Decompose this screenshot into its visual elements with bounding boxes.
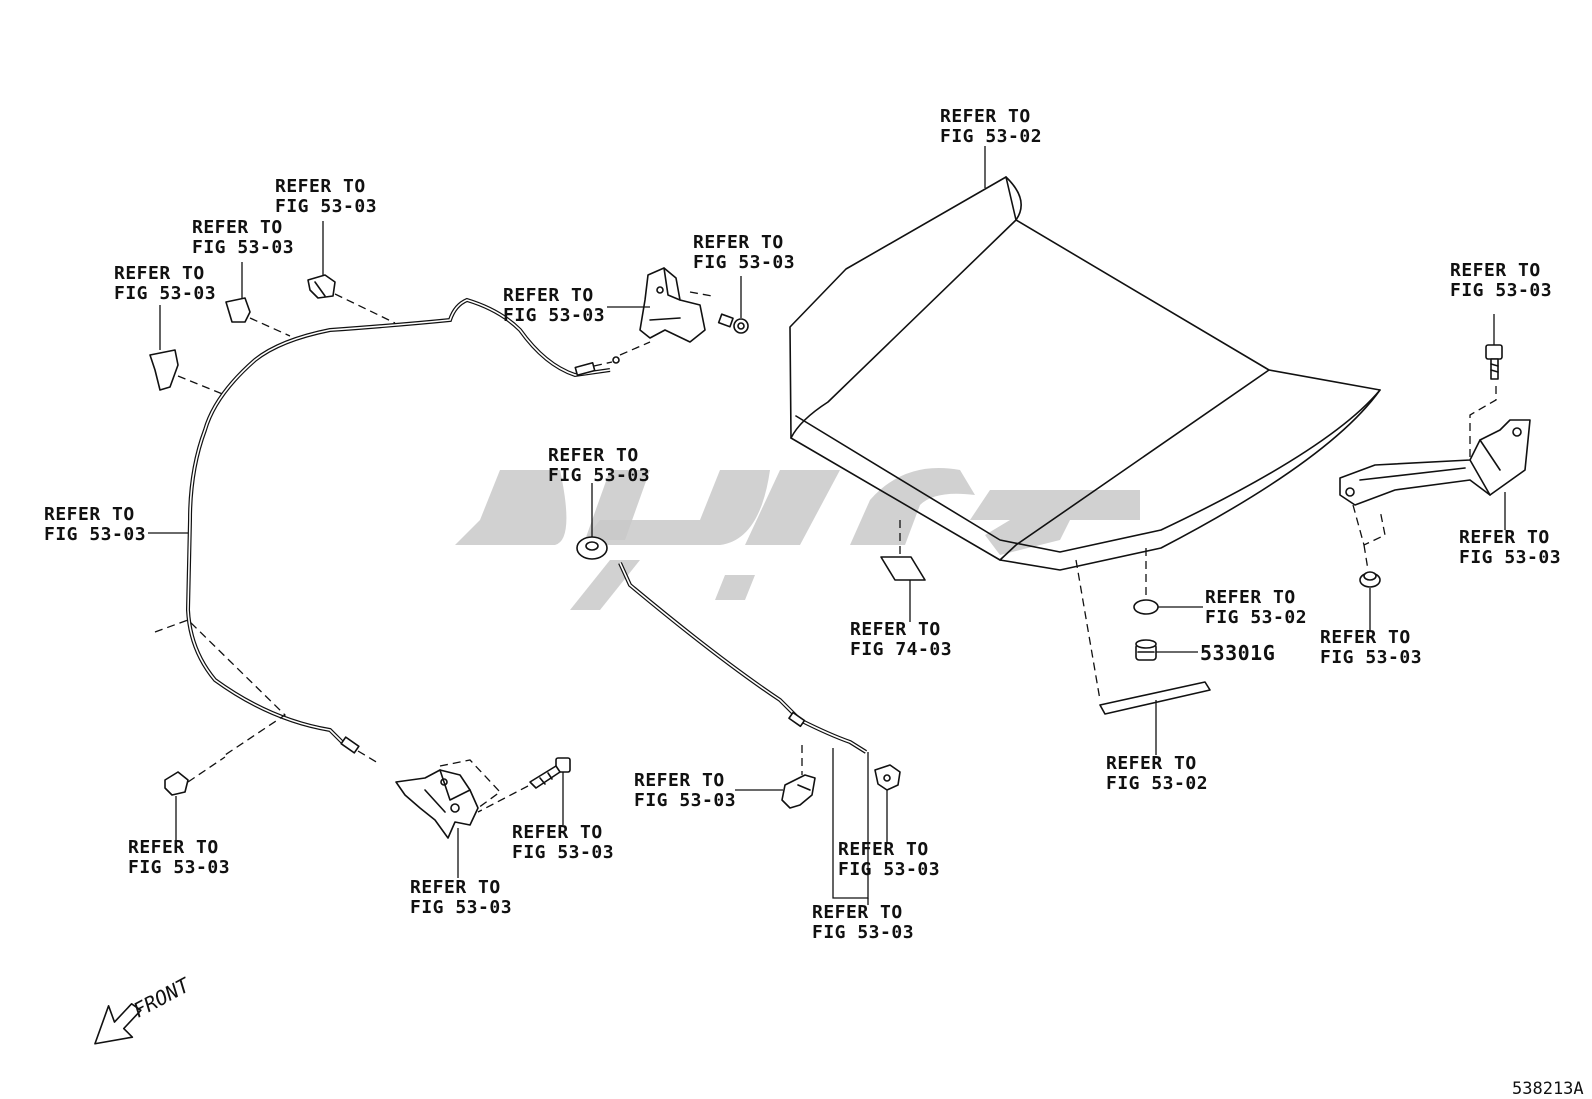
right-bolt-part bbox=[1485, 344, 1503, 380]
washer-part bbox=[576, 536, 608, 560]
bottom-lock-part bbox=[395, 769, 479, 839]
label-holder-left-l1: REFER TO bbox=[634, 770, 725, 791]
part-number-label: 53301G bbox=[1200, 641, 1275, 665]
label-cable-side-l2: FIG 53-03 bbox=[44, 524, 146, 545]
hood-release-cable bbox=[185, 297, 620, 764]
label-weatherstrip-l1: REFER TO bbox=[1106, 753, 1197, 774]
clip-a-part bbox=[149, 349, 179, 391]
label-weatherstrip-l2: FIG 53-02 bbox=[1106, 773, 1208, 794]
label-bracket-top-l2: FIG 53-03 bbox=[503, 305, 605, 326]
front-arrow-icon bbox=[94, 1003, 142, 1045]
label-label-plate-l1: REFER TO bbox=[850, 619, 941, 640]
label-rod-bottom-l2: FIG 53-03 bbox=[812, 922, 914, 943]
label-clip-bottom-l2: FIG 53-03 bbox=[128, 857, 230, 878]
labels: REFER TO FIG 53-02 REFER TO FIG 53-03 RE… bbox=[44, 106, 1561, 943]
hood-panel bbox=[789, 176, 1381, 571]
label-clip-a-l2: FIG 53-03 bbox=[114, 283, 216, 304]
label-plate-part bbox=[880, 556, 926, 581]
label-hinge-right-l1: REFER TO bbox=[1459, 527, 1550, 548]
label-seal-l2: FIG 53-02 bbox=[1205, 607, 1307, 628]
label-bolt-right-l1: REFER TO bbox=[1450, 260, 1541, 281]
right-hinge-part bbox=[1339, 419, 1531, 506]
label-holder-left-l2: FIG 53-03 bbox=[634, 790, 736, 811]
holder-right-part bbox=[874, 764, 901, 791]
clip-b-part bbox=[225, 297, 251, 323]
label-lock-bottom-l1: REFER TO bbox=[410, 877, 501, 898]
weatherstrip-part bbox=[1099, 681, 1211, 715]
label-bracket-top-l1: REFER TO bbox=[503, 285, 594, 306]
label-bolt-right-l2: FIG 53-03 bbox=[1450, 280, 1552, 301]
label-hood-top-l1: REFER TO bbox=[940, 106, 1031, 127]
label-clip-bottom-l1: REFER TO bbox=[128, 837, 219, 858]
label-hood-top-l2: FIG 53-02 bbox=[940, 126, 1042, 147]
figure-id: 538213A bbox=[1512, 1079, 1584, 1099]
label-cable-side-l1: REFER TO bbox=[44, 504, 135, 525]
clip-c-part bbox=[307, 274, 336, 299]
label-hinge-right-l2: FIG 53-03 bbox=[1459, 547, 1561, 568]
right-cushion-part bbox=[1359, 571, 1381, 588]
label-label-plate-l2: FIG 74-03 bbox=[850, 639, 952, 660]
label-clip-b-l2: FIG 53-03 bbox=[192, 237, 294, 258]
support-rod-part bbox=[618, 562, 868, 754]
label-bolt-top-l1: REFER TO bbox=[693, 232, 784, 253]
cushion-53301g bbox=[1135, 639, 1157, 661]
label-washer-l1: REFER TO bbox=[548, 445, 639, 466]
label-clip-c-l1: REFER TO bbox=[275, 176, 366, 197]
label-bolt-bottom-l1: REFER TO bbox=[512, 822, 603, 843]
label-holder-right-l1: REFER TO bbox=[838, 839, 929, 860]
bolt-top-part bbox=[717, 313, 749, 334]
bolt-bottom-part bbox=[529, 757, 571, 789]
label-bolt-bottom-l2: FIG 53-03 bbox=[512, 842, 614, 863]
label-lock-bottom-l2: FIG 53-03 bbox=[410, 897, 512, 918]
label-rod-bottom-l1: REFER TO bbox=[812, 902, 903, 923]
label-clip-c-l2: FIG 53-03 bbox=[275, 196, 377, 217]
label-cushion-right-l1: REFER TO bbox=[1320, 627, 1411, 648]
label-holder-right-l2: FIG 53-03 bbox=[838, 859, 940, 880]
front-label: FRONT bbox=[129, 972, 195, 1022]
label-seal-l1: REFER TO bbox=[1205, 587, 1296, 608]
top-bracket-part bbox=[639, 267, 706, 343]
label-clip-b-l1: REFER TO bbox=[192, 217, 283, 238]
label-cushion-right-l2: FIG 53-03 bbox=[1320, 647, 1422, 668]
watermark-logo bbox=[455, 468, 1140, 610]
label-bolt-top-l2: FIG 53-03 bbox=[693, 252, 795, 273]
seal-part bbox=[1133, 599, 1159, 615]
holder-left-part bbox=[781, 774, 816, 809]
label-washer-l2: FIG 53-03 bbox=[548, 465, 650, 486]
label-clip-a-l1: REFER TO bbox=[114, 263, 205, 284]
clip-bottom-part bbox=[164, 771, 189, 796]
